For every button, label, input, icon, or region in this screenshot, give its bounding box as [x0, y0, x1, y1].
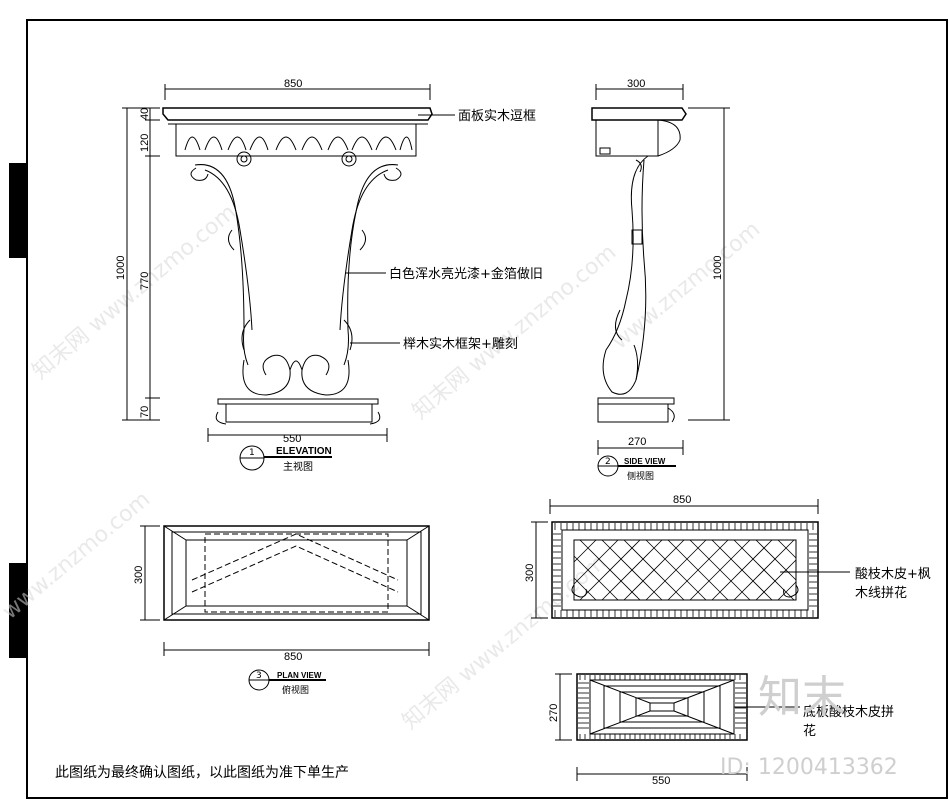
elevation-view — [122, 84, 455, 471]
side-base-width: 270 — [628, 436, 646, 448]
plan-label-number: 3 — [256, 671, 262, 681]
note-top-marquetry-1: 酸枝木皮+枫 — [855, 567, 931, 582]
note-bottom-marquetry-1: 底板酸枝木皮拼 — [803, 704, 894, 720]
note-top-marquetry-2: 木线拼花 — [855, 585, 907, 601]
plan-depth: 300 — [133, 566, 145, 584]
footer-note: 此图纸为最终确认图纸，以此图纸为准下单生产 — [55, 765, 349, 781]
note-top-panel: 面板实木逗框 — [458, 109, 536, 124]
binding-tab-upper — [9, 163, 27, 258]
top-plan-depth: 300 — [524, 564, 536, 582]
top-plan-lattice — [573, 539, 797, 601]
plan-view — [140, 525, 430, 691]
side-label-en: SIDE VIEW — [624, 457, 666, 466]
bottom-plan-border-hatch — [578, 675, 746, 739]
elevation-label-cn: 主视图 — [283, 460, 313, 473]
note-frame: 榉木实木框架+雕刻 — [403, 337, 518, 352]
elevation-base-width-label: 550 — [283, 433, 301, 445]
svg-text:www.znzmo.com: www.znzmo.com — [0, 487, 155, 625]
side-label-number: 2 — [605, 457, 611, 467]
top-plan-view — [531, 499, 850, 619]
side-height-total: 1000 — [712, 256, 724, 280]
elevation-height-mid: 770 — [139, 272, 151, 290]
plan-label-cn: 俯视图 — [282, 684, 309, 696]
bottom-plan-view — [555, 673, 800, 781]
watermark-id: ID: 1200413362 — [720, 755, 898, 780]
svg-text:知末网 www.znzmo.com: 知末网 www.znzmo.com — [398, 550, 611, 735]
svg-text:知末网 www.znzmo.com: 知末网 www.znzmo.com — [28, 200, 241, 385]
top-plan-border-hatch — [553, 523, 817, 617]
elevation-height-top-a: 40 — [139, 108, 151, 120]
watermark-brand: 知末 — [758, 672, 846, 723]
plan-label-en: PLAN VIEW — [277, 671, 322, 680]
bottom-plan-width: 550 — [652, 775, 670, 787]
elevation-height-total: 1000 — [115, 256, 127, 280]
side-top-width: 300 — [627, 78, 645, 90]
side-view — [591, 84, 730, 477]
elevation-height-top-b: 120 — [139, 134, 151, 152]
binding-tab-lower — [9, 563, 27, 658]
note-finish: 白色浑水亮光漆+金箔做旧 — [389, 266, 543, 282]
side-label-cn: 侧视图 — [627, 470, 654, 482]
elevation-label-en: ELEVATION — [276, 446, 332, 457]
plan-width: 850 — [284, 651, 302, 663]
elevation-height-base: 70 — [139, 406, 151, 418]
elevation-label-number: 1 — [249, 448, 255, 458]
elevation-top-width: 850 — [284, 78, 302, 90]
svg-text:www.znzmo.com: www.znzmo.com — [608, 217, 765, 355]
bottom-plan-depth: 270 — [548, 704, 560, 722]
note-bottom-marquetry-2: 花 — [803, 723, 816, 739]
sheet-border — [26, 19, 948, 799]
top-plan-width: 850 — [673, 494, 691, 506]
